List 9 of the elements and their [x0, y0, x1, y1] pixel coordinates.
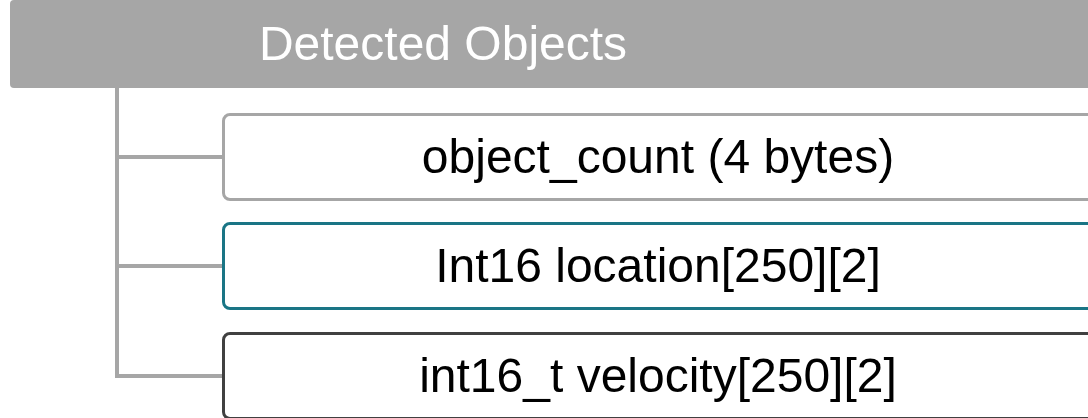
- field-box: [222, 332, 1088, 418]
- field-box: [222, 222, 1088, 310]
- header-bar: [10, 0, 1088, 88]
- header-title: Detected Objects: [258, 20, 628, 68]
- field-label: Int16 location[250][2]: [435, 242, 881, 290]
- field-label: object_count (4 bytes): [421, 133, 895, 181]
- field-box: [222, 113, 1088, 201]
- connector-line: [115, 88, 222, 378]
- field-label: int16_t velocity[250][2]: [419, 352, 897, 400]
